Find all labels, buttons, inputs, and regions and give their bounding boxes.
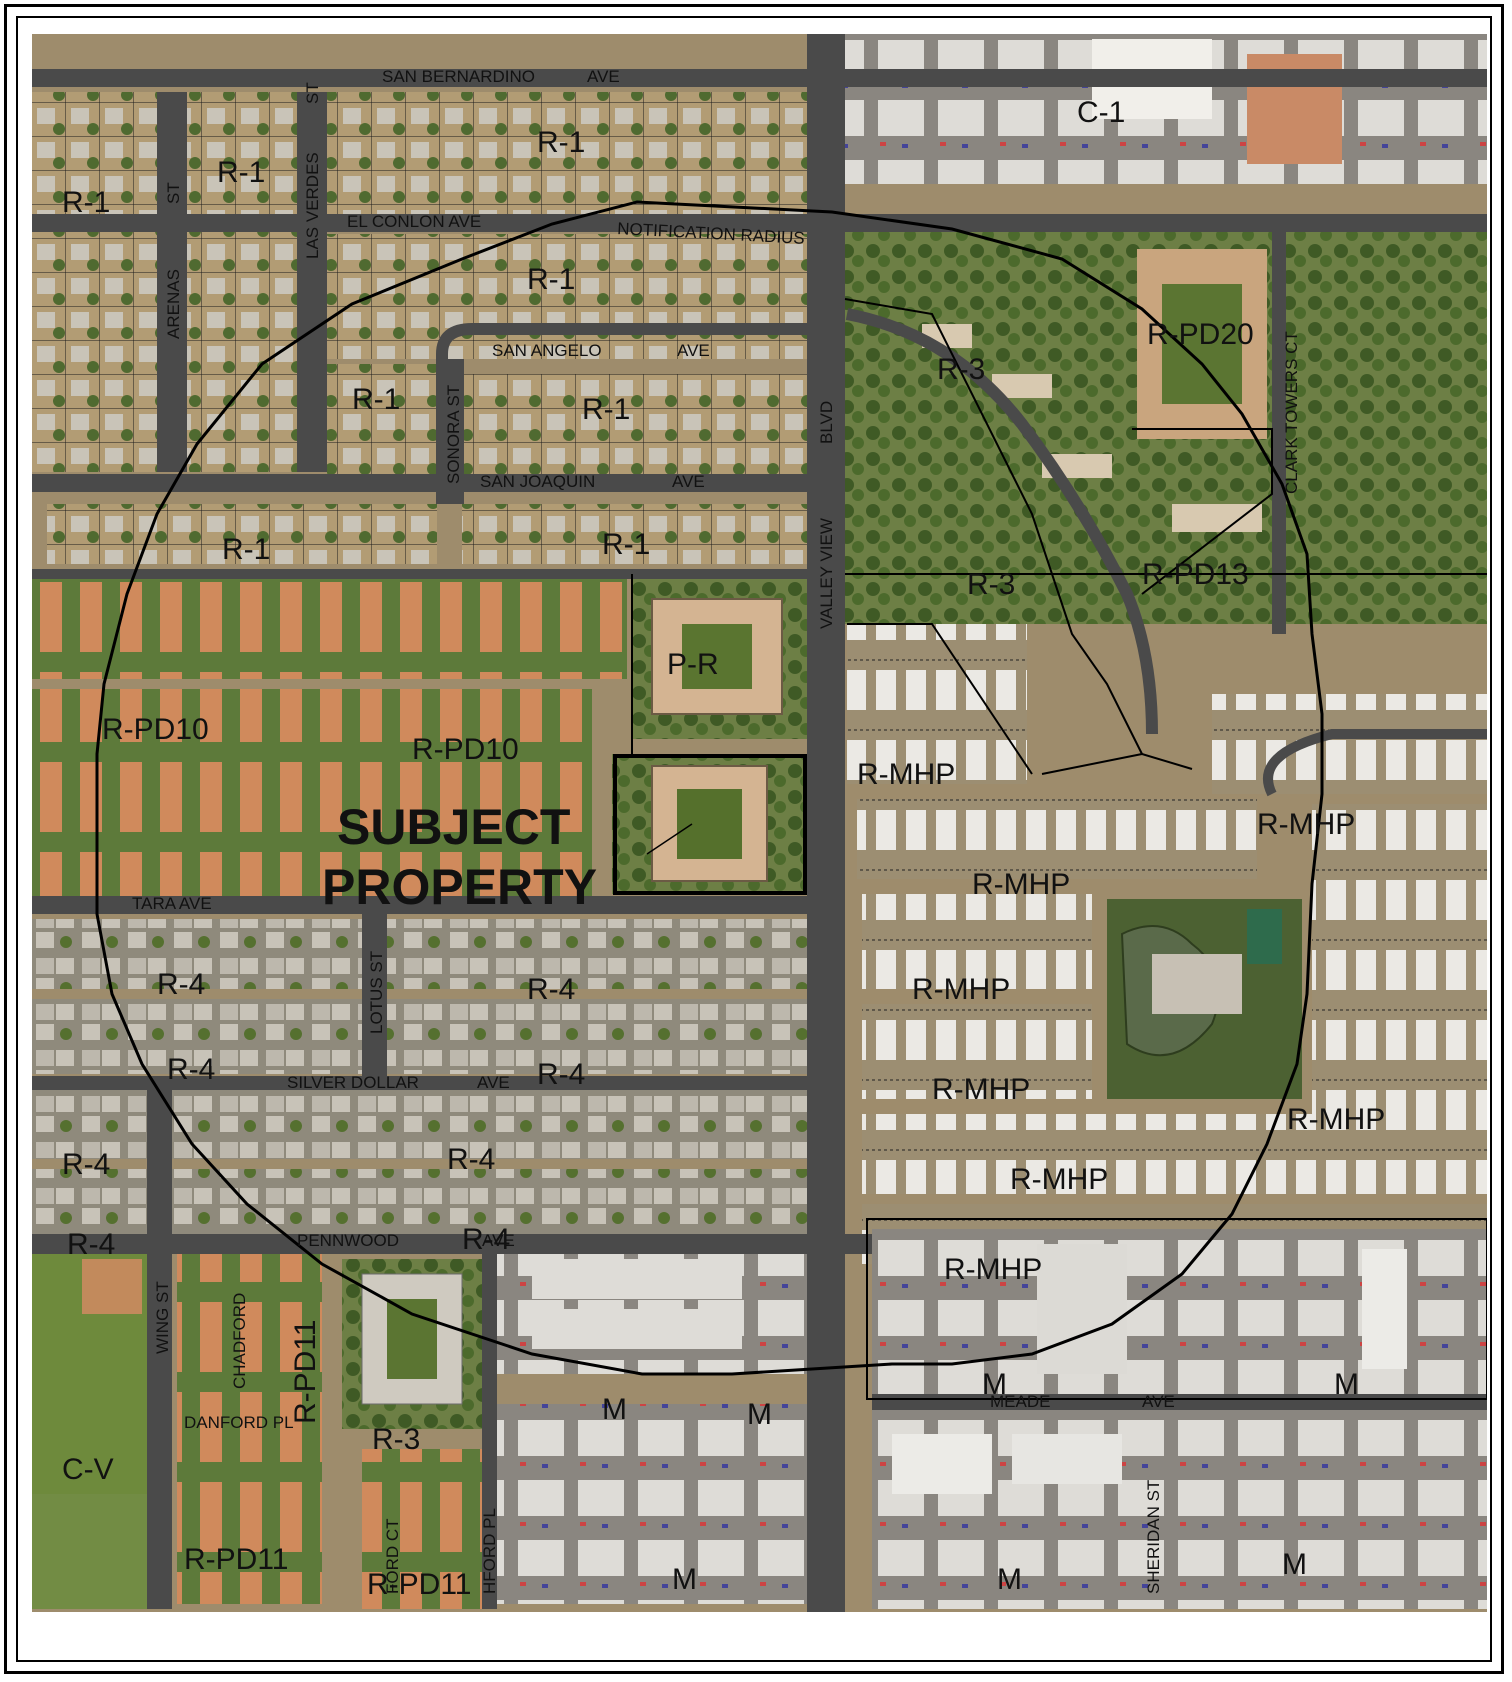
street-label-tara: TARA AVE [132,894,212,913]
rpd10-apartments [32,579,627,899]
zone-label-m: M [602,1393,627,1426]
zone-label-r4: R-4 [527,973,575,1006]
zone-label-r3: R-3 [937,353,985,386]
zone-label-rpd11: R-PD11 [184,1543,288,1576]
zoning-aerial-map[interactable]: SAN BERNARDINO AVE EL CONLON AVE NOTIFIC… [32,34,1487,1612]
street-label-san-joaquin: SAN JOAQUIN [480,472,595,491]
zoning-boundaries [631,298,1487,1400]
zone-label-c1: C-1 [1077,96,1125,129]
zone-label-r4: R-4 [537,1058,585,1091]
street-label-san-angelo: SAN ANGELO [492,341,602,360]
street-label-chadford: CHADFORD [230,1293,249,1389]
street-label-ave: AVE [482,1231,515,1250]
zone-label-rmhp: R-MHP [1257,808,1355,841]
zone-label-rpd10: R-PD10 [102,713,209,746]
zone-label-rmhp: R-MHP [912,973,1010,1006]
zone-label-r4: R-4 [157,968,205,1001]
zone-label-rpd13: R-PD13 [1142,558,1249,591]
zone-label-pr: P-R [667,648,719,681]
street-labels-horizontal: SAN BERNARDINO AVE EL CONLON AVE NOTIFIC… [132,67,1175,1432]
street-label-ford-ct: FORD CT [383,1518,402,1594]
street-label-arenas: ARENAS [164,269,183,339]
zone-label-rmhp: R-MHP [932,1073,1030,1106]
street-label-blvd: BLVD [817,401,836,444]
curved-drive-mhp [1263,729,1487,797]
subject-property-outline[interactable] [613,754,807,895]
zone-label-rmhp: R-MHP [972,868,1070,901]
zone-label-r4: R-4 [67,1228,115,1261]
zone-label-r1: R-1 [602,528,650,561]
street-label-danford: DANFORD PL [184,1413,294,1432]
street-label-arenas-st: ST [164,182,183,204]
zone-label-m: M [997,1563,1022,1596]
zone-label-m: M [1334,1368,1359,1401]
zone-label-r1: R-1 [217,156,265,189]
street-label-wing: WING ST [153,1281,172,1354]
street-label-clark-towers: CLARK TOWERS CT [1282,331,1301,494]
subject-property-label-line2: PROPERTY [322,859,597,915]
zone-label-cv: C-V [62,1453,114,1486]
zone-label-rpd11: R-PD11 [289,1320,322,1424]
rpd11-townhomes [177,1249,322,1604]
zone-label-r4: R-4 [462,1223,510,1256]
street-label-ave: AVE [587,67,620,86]
street-label-las-verdes: LAS VERDES [303,152,322,259]
r3-rpd-east [842,224,1487,624]
zone-label-rmhp: R-MHP [1287,1103,1385,1136]
street-label-san-bernardino: SAN BERNARDINO [382,67,535,86]
street-label-el-conlon: EL CONLON AVE [347,212,481,231]
zone-label-rmhp: R-MHP [944,1253,1042,1286]
zone-label-m: M [672,1563,697,1596]
zone-label-r3: R-3 [372,1423,420,1456]
subject-property-label-line1: SUBJECT [337,799,570,855]
zone-label-r4: R-4 [62,1148,110,1181]
street-label-silver-dollar: SILVER DOLLAR [287,1073,419,1092]
street-label-sonora: SONORA ST [444,385,463,484]
street-label-ave: AVE [672,472,705,491]
zone-label-rmhp: R-MHP [1010,1163,1108,1196]
notification-radius-circle [95,200,1324,1376]
zone-label-r1: R-1 [222,533,270,566]
residential-blocks [32,92,807,564]
zone-label-m: M [982,1368,1007,1401]
zone-label-r1: R-1 [62,186,110,219]
street-label-pennwood: PENNWOOD [297,1231,399,1250]
zoning-labels: C-1 R-1 R-1 R-1 R-1 R-PD20 R-3 R-1 R-1 R… [62,96,1385,1601]
zone-label-m: M [1282,1548,1307,1581]
map-outer-frame [4,4,1504,1674]
zone-label-r1: R-1 [537,126,585,159]
r4-condo-blocks [32,919,807,1239]
zone-label-r1: R-1 [582,393,630,426]
street-label-ave: AVE [477,1073,510,1092]
street-label-hford-pl: HFORD PL [480,1508,499,1594]
street-label-ave: AVE [1142,1392,1175,1411]
industrial-south [497,1229,1487,1609]
zone-label-r4: R-4 [447,1143,495,1176]
zone-label-rpd10: R-PD10 [412,733,519,766]
street-label-meade: MEADE [990,1392,1050,1411]
street-label-las-verdes-st: ST [303,82,322,104]
zone-label-r1: R-1 [527,263,575,296]
curved-drive-san-angelo [436,323,807,504]
zone-label-r3: R-3 [967,568,1015,601]
zone-label-r1: R-1 [352,383,400,416]
curved-drive-r3 [845,308,1158,735]
street-label-valley-view: VALLEY VIEW [817,518,836,629]
map-inner-frame [16,16,1492,1662]
street-label-ave: AVE [677,341,710,360]
zone-label-rpd11: R-PD11 [367,1568,471,1601]
street-label-sheridan: SHERIDAN ST [1144,1480,1163,1594]
zone-label-rmhp: R-MHP [857,758,955,791]
street-label-lotus: LOTUS ST [367,951,386,1034]
zone-label-r4: R-4 [167,1053,215,1086]
zone-label-m: M [747,1398,772,1431]
street-labels-vertical: ARENAS ST LAS VERDES ST SONORA ST VALLEY… [153,82,1301,1594]
zone-label-rpd20: R-PD20 [1147,318,1254,351]
